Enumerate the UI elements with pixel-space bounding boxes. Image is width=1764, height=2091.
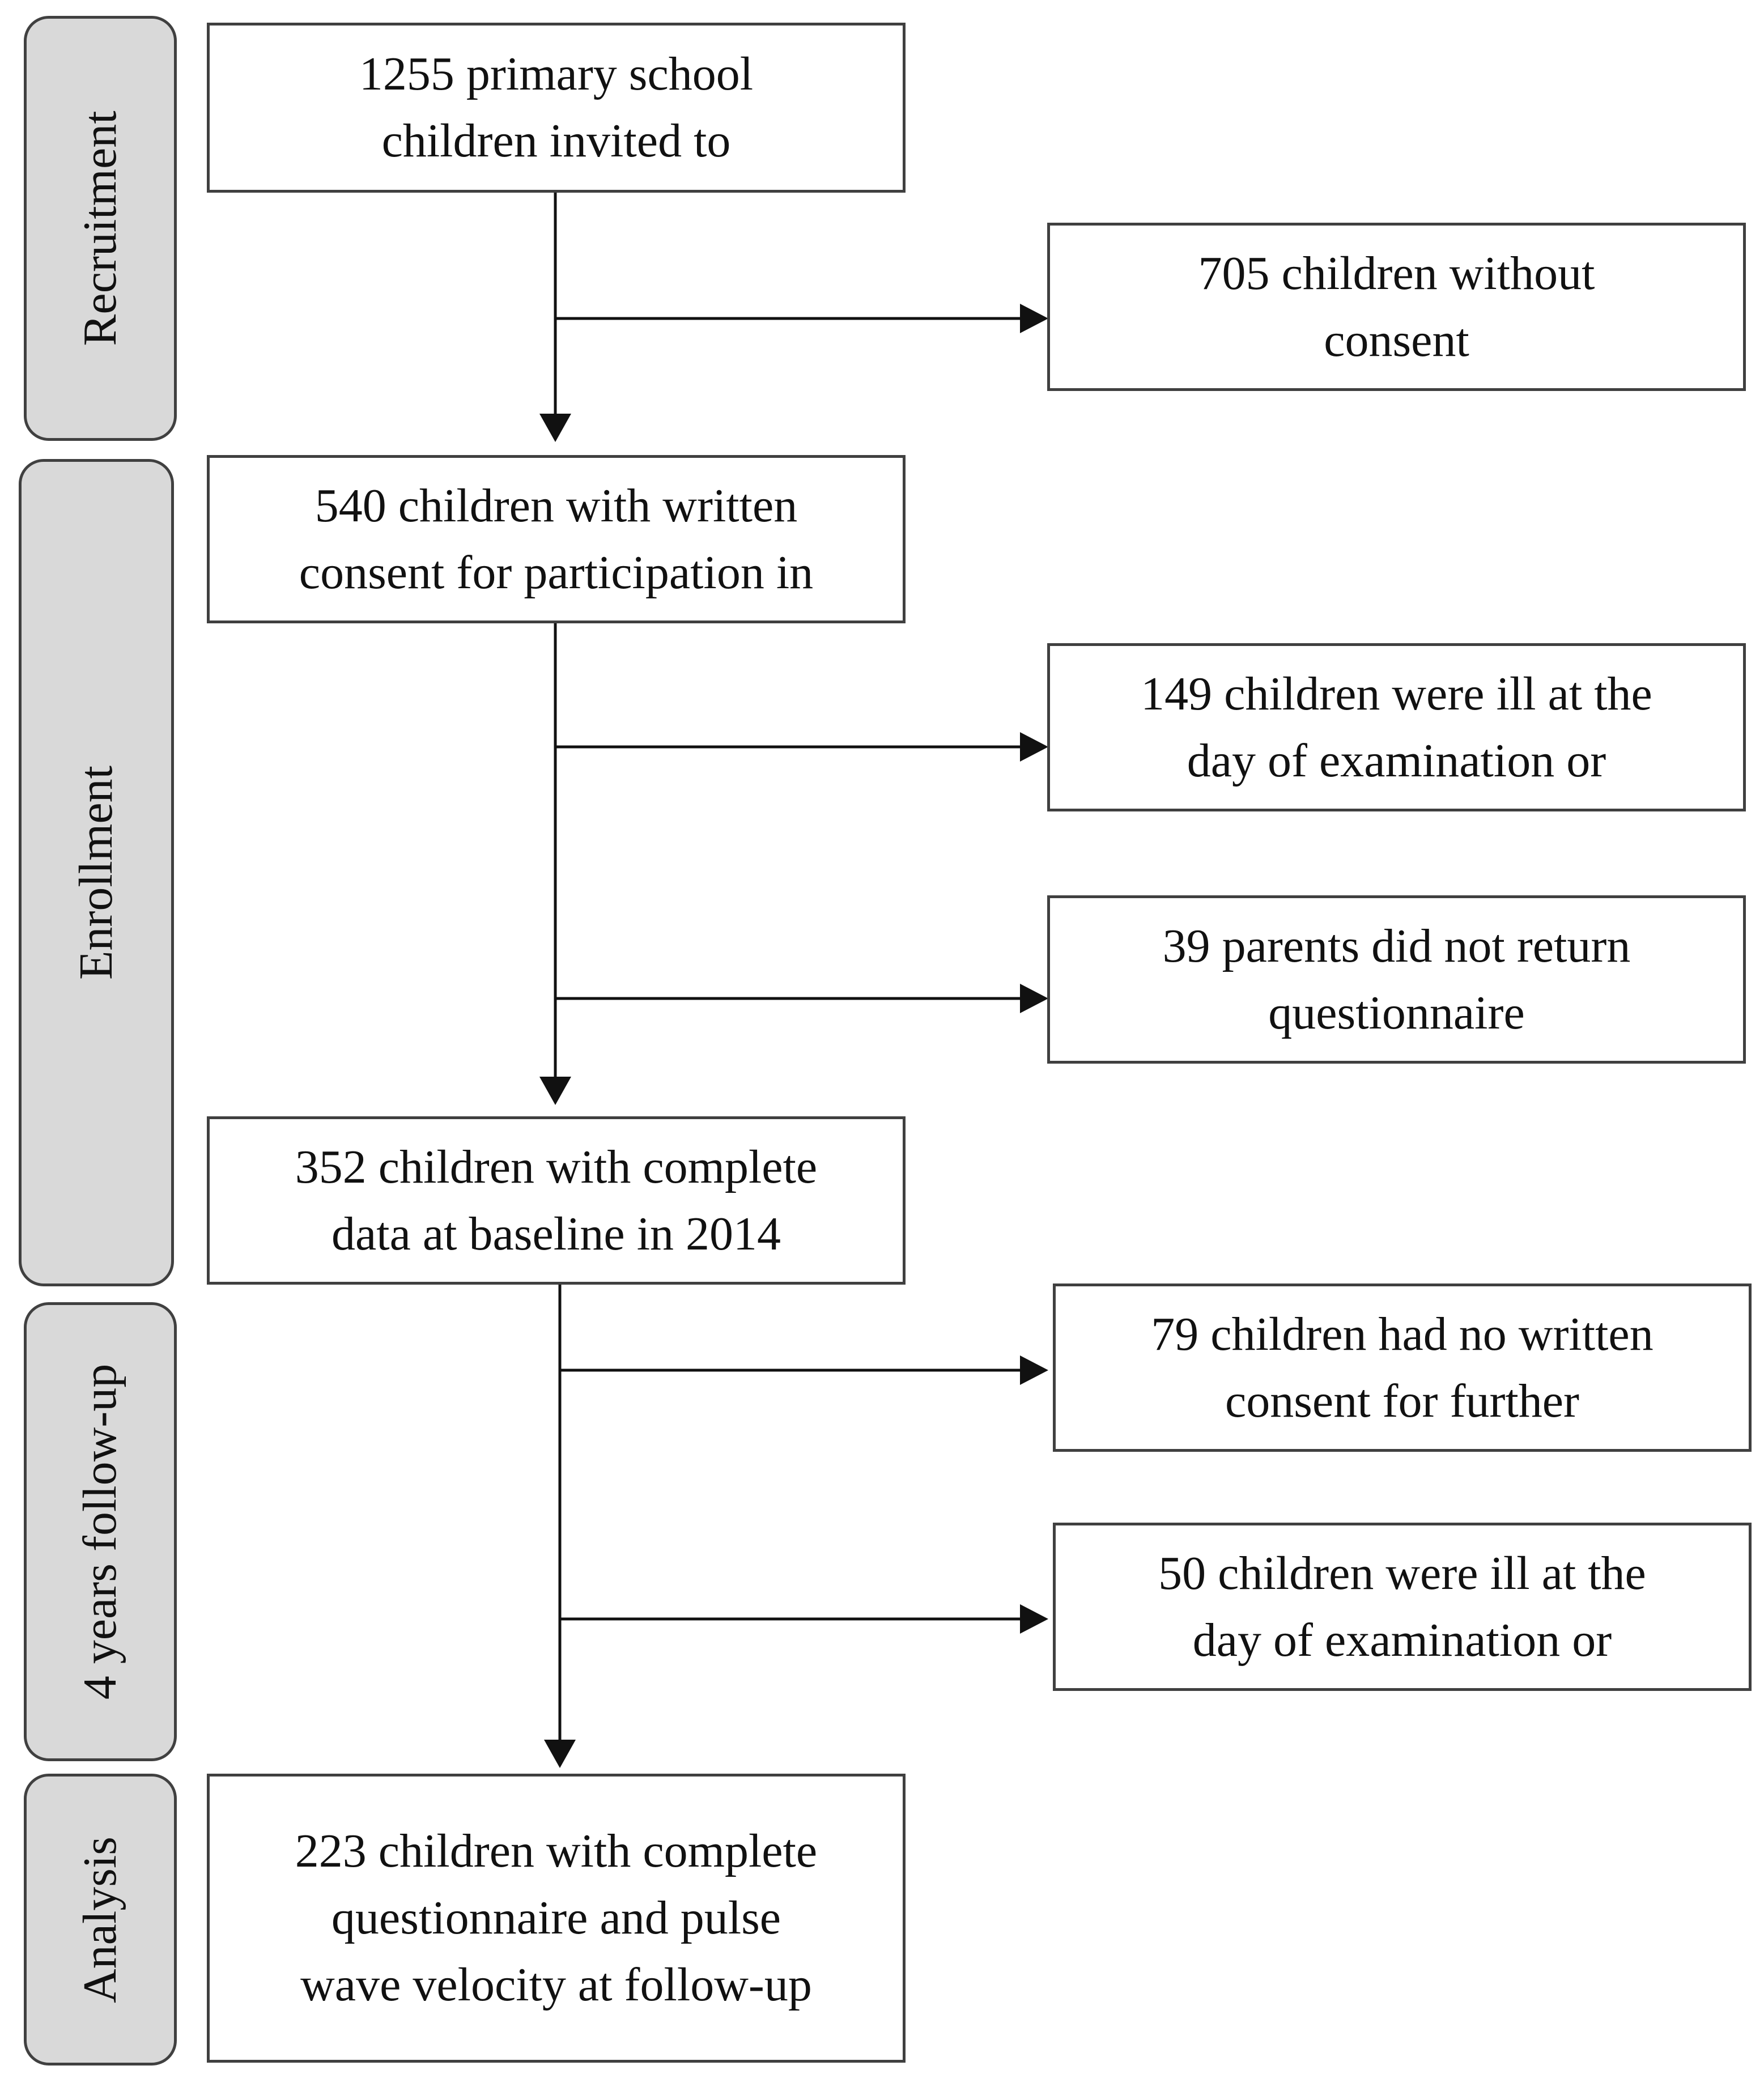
- arrowhead-down: [539, 1077, 571, 1105]
- phase-analysis: Analysis: [24, 1774, 177, 2066]
- box-written-consent-text: 540 children with written consent for pa…: [299, 479, 814, 599]
- arrowhead-down: [539, 414, 571, 442]
- box-ill-followup-text: 50 children were ill at the day of exami…: [1158, 1546, 1646, 1667]
- phase-analysis-label: Analysis: [74, 1836, 126, 2003]
- box-invited-text: 1255 primary school children invited to: [359, 48, 754, 167]
- box-no-further-consent-text: 79 children had no written consent for f…: [1151, 1307, 1654, 1427]
- arrowhead-right: [1020, 732, 1048, 762]
- phase-follow-up-label: 4 years follow-up: [74, 1363, 126, 1700]
- box-ill-baseline: 149 children were ill at the day of exam…: [1047, 643, 1746, 811]
- box-no-further-consent: 79 children had no written consent for f…: [1053, 1284, 1752, 1452]
- arrowhead-right: [1020, 984, 1048, 1013]
- phase-enrollment: Enrollment: [19, 459, 174, 1286]
- box-analysis-final-text: 223 children with complete questionnaire…: [295, 1825, 818, 2011]
- box-no-questionnaire-text: 39 parents did not return questionnaire: [1162, 919, 1631, 1039]
- box-complete-baseline-text: 352 children with complete data at basel…: [295, 1140, 818, 1260]
- box-written-consent: 540 children with written consent for pa…: [207, 455, 906, 623]
- box-analysis-final: 223 children with complete questionnaire…: [207, 1774, 906, 2063]
- arrowhead-down: [544, 1740, 576, 1768]
- phase-recruitment: Recruitment: [24, 16, 177, 441]
- phase-follow-up: 4 years follow-up: [24, 1302, 177, 1761]
- phase-recruitment-label: Recruitment: [74, 110, 126, 346]
- box-ill-followup: 50 children were ill at the day of exami…: [1053, 1523, 1752, 1691]
- box-without-consent-text: 705 children without consent: [1198, 246, 1595, 367]
- arrowhead-right: [1020, 1604, 1048, 1634]
- box-ill-baseline-text: 149 children were ill at the day of exam…: [1141, 667, 1652, 787]
- box-no-questionnaire: 39 parents did not return questionnaire: [1047, 895, 1746, 1064]
- box-without-consent: 705 children without consent: [1047, 223, 1746, 391]
- box-complete-baseline: 352 children with complete data at basel…: [207, 1116, 906, 1285]
- box-invited: 1255 primary school children invited to: [207, 23, 906, 193]
- arrowhead-right: [1020, 1355, 1048, 1385]
- arrowhead-right: [1020, 304, 1048, 333]
- phase-enrollment-label: Enrollment: [70, 766, 122, 980]
